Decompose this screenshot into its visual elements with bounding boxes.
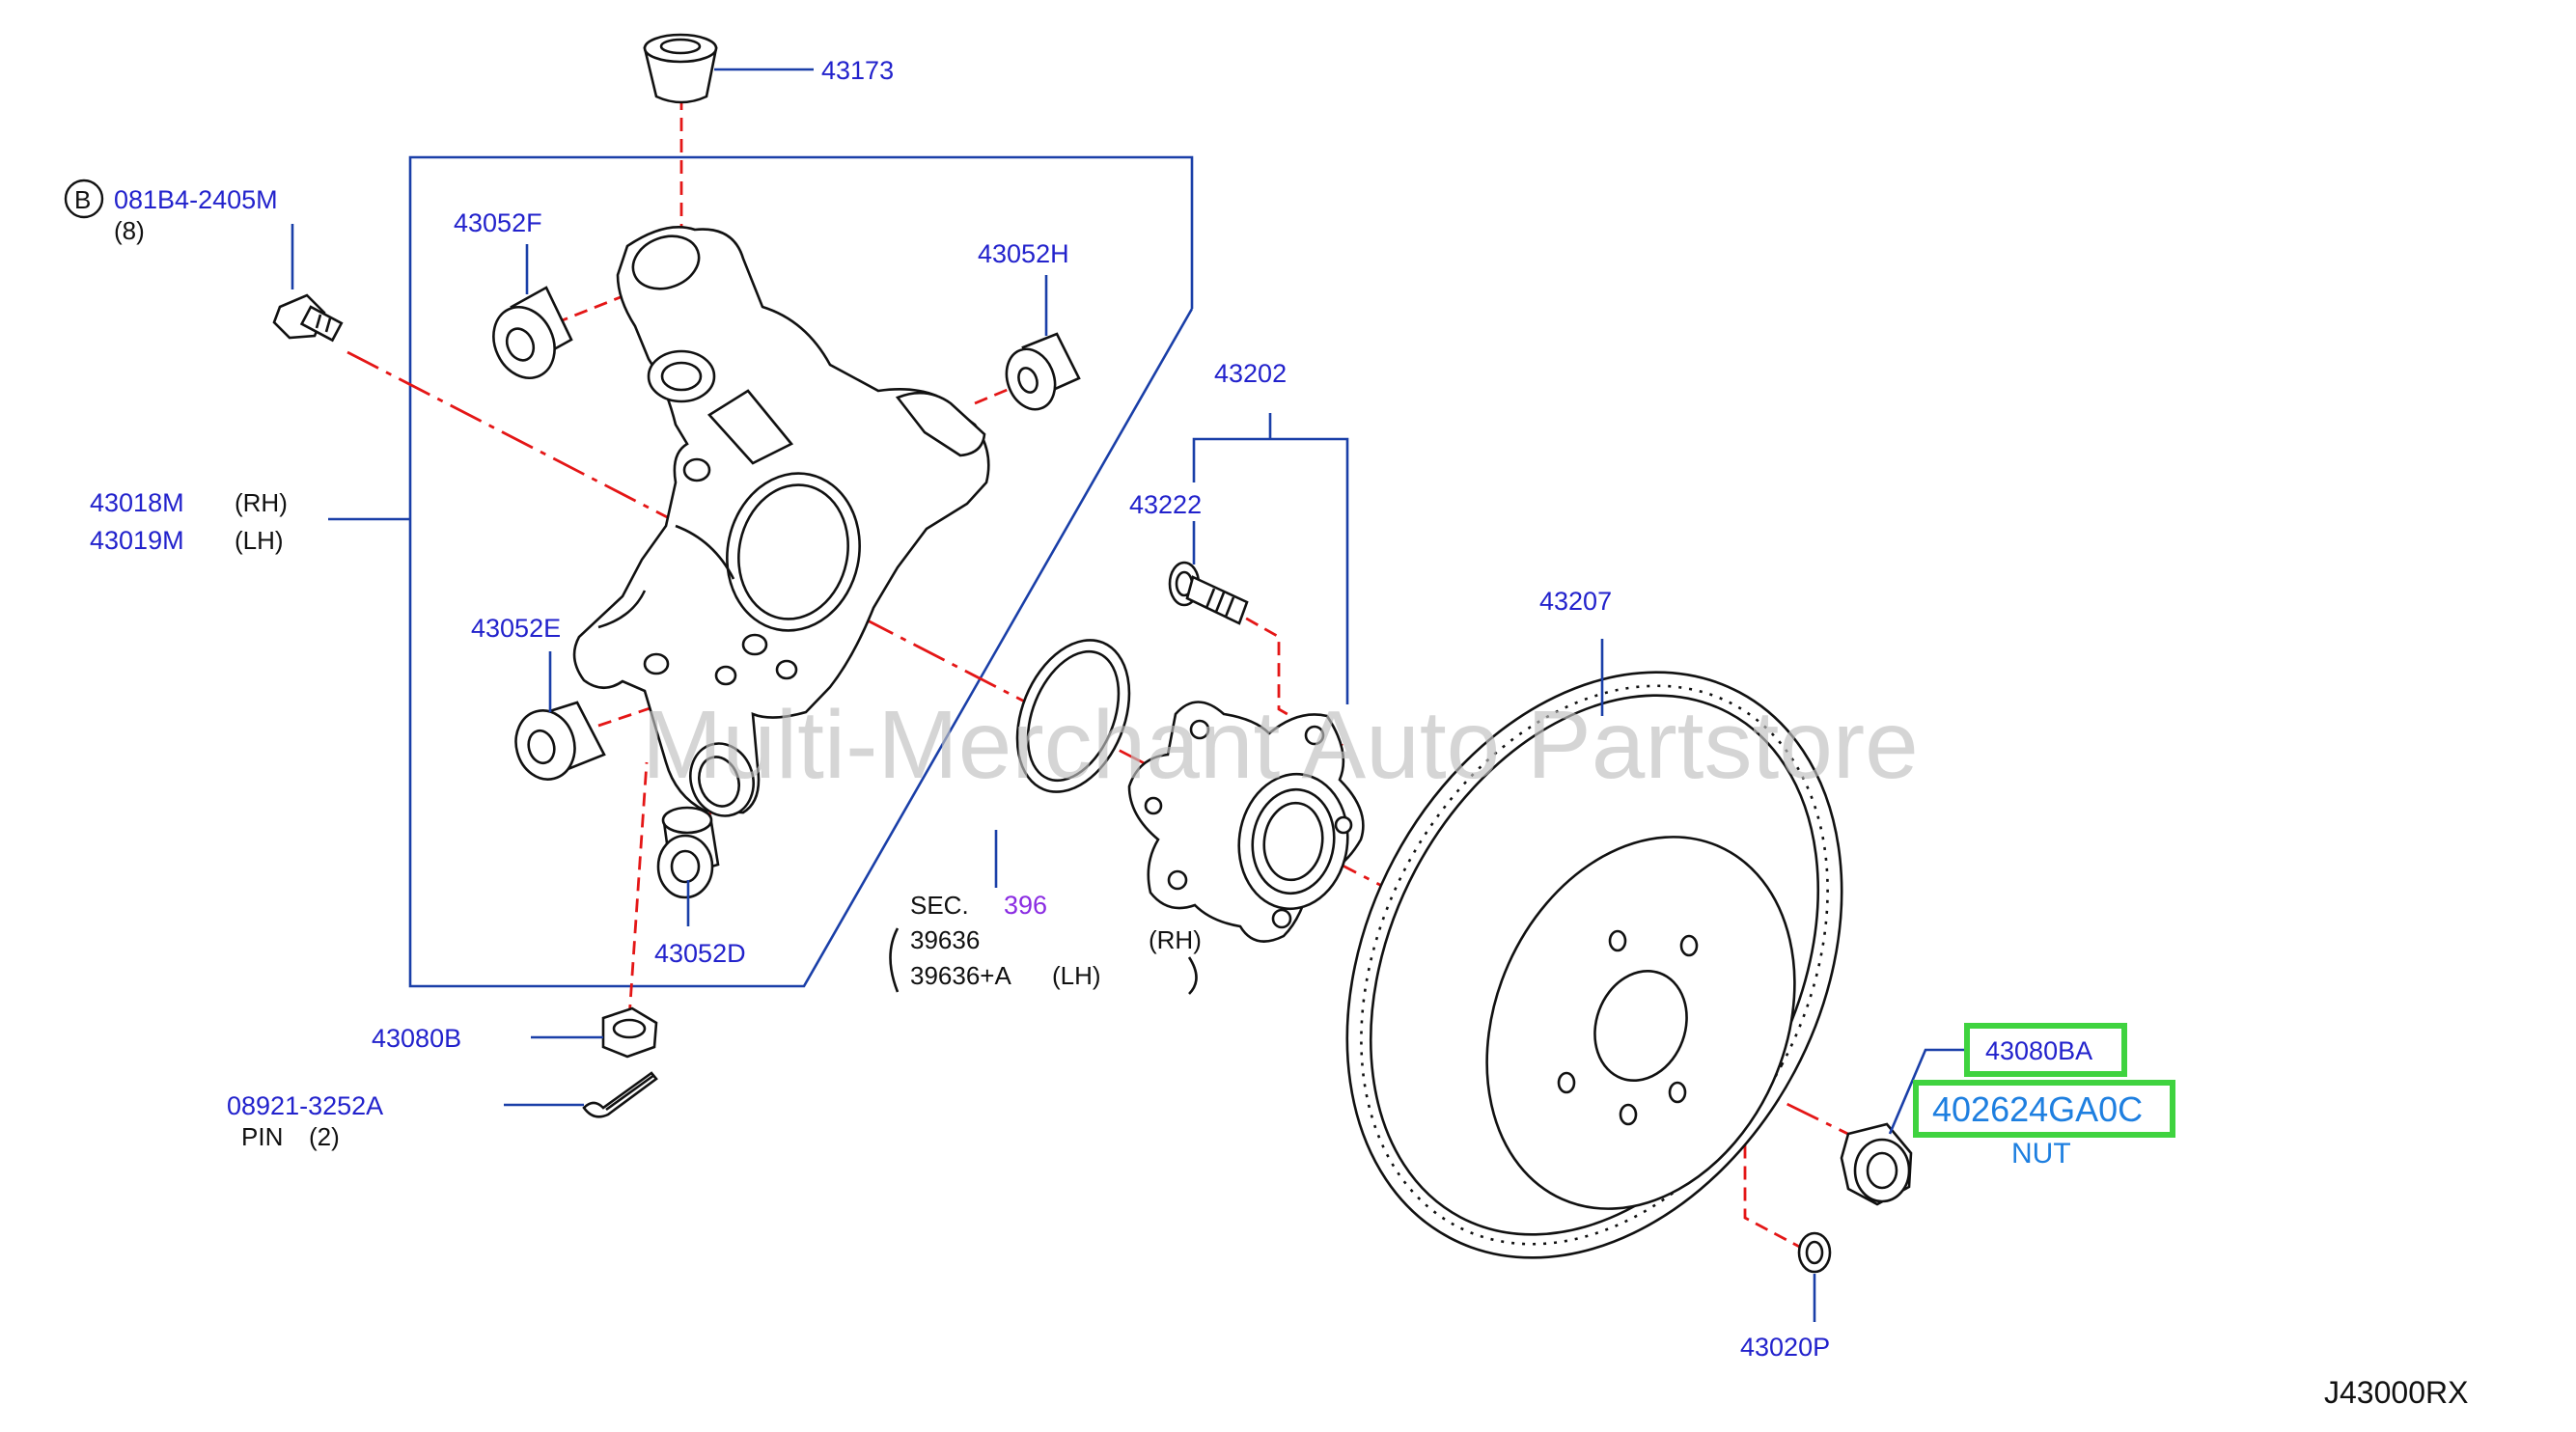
label-43222: 43222 [1129, 490, 1202, 519]
leader-43202 [1192, 437, 1349, 704]
label-43052E: 43052E [471, 614, 561, 643]
label-43019M-lh: (LH) [235, 526, 284, 555]
label-39636: 39636 [910, 925, 980, 954]
label-pin: PIN [241, 1122, 283, 1151]
cotter-pin-08921-3252A [582, 1071, 658, 1118]
knuckle-43018M [572, 226, 990, 817]
label-sec-396[interactable]: 396 [1004, 891, 1047, 920]
centerline-43080B [627, 761, 649, 1019]
label-sec: SEC. [910, 891, 969, 920]
centerline-43020P [1678, 1093, 1806, 1252]
bushing-43052E [514, 701, 606, 781]
bump-stop-43173 [643, 33, 718, 104]
label-39636A: 39636+A [910, 961, 1011, 990]
label-43080B: 43080B [372, 1024, 461, 1053]
bracket-close [1187, 956, 1198, 995]
label-pin-qty: (2) [309, 1122, 340, 1151]
label-bolt-circle: B [74, 185, 91, 214]
label-081B4-2405M: 081B4-2405M [114, 185, 278, 214]
label-43052F: 43052F [454, 208, 542, 237]
watermark-text: Multi-Merchant Auto Partstore [642, 691, 1919, 799]
label-43018M-rh: (RH) [235, 488, 288, 517]
highlight-box-43080BA [1964, 1023, 2127, 1077]
label-43207: 43207 [1539, 587, 1612, 616]
label-43080BA: 43080BA [1985, 1036, 2092, 1065]
label-39636A-lh: (LH) [1052, 961, 1101, 990]
nut-43080B [601, 1006, 658, 1059]
label-bolt-qty: (8) [114, 216, 145, 245]
washer-43020P [1797, 1231, 1832, 1274]
label-08921-3252A: 08921-3252A [227, 1091, 383, 1120]
hub-bolt-43222 [1168, 561, 1249, 625]
leader-43080BA [1888, 1048, 1967, 1135]
label-43173: 43173 [821, 56, 894, 85]
label-43019M: 43019M [90, 526, 184, 555]
label-402624GA0C: 402624GA0C [1932, 1089, 2143, 1129]
brake-rotor-43207 [1345, 671, 1843, 1259]
bolt-081B4-2405M [272, 293, 344, 343]
label-43202: 43202 [1214, 359, 1287, 388]
highlight-box-402624GA0C [1913, 1080, 2175, 1138]
label-43052H: 43052H [978, 239, 1069, 268]
diagram-code: J43000RX [2324, 1375, 2468, 1410]
seal-39636 [1015, 639, 1131, 793]
circle-b-icon [64, 179, 104, 219]
bushing-43052D [656, 806, 720, 899]
label-39636-rh: (RH) [1149, 925, 1202, 954]
hub-assembly-43202 [1127, 701, 1365, 943]
bushing-43052F [492, 286, 573, 379]
nut-43080BA [1840, 1122, 1913, 1206]
label-nut: NUT [2011, 1138, 2071, 1170]
bracket-open [889, 927, 900, 993]
label-43052D: 43052D [654, 939, 746, 968]
label-43020P: 43020P [1740, 1333, 1830, 1362]
label-43018M: 43018M [90, 488, 184, 517]
knuckle-group-bracket [408, 155, 1194, 988]
bushing-43052H [1005, 332, 1081, 411]
